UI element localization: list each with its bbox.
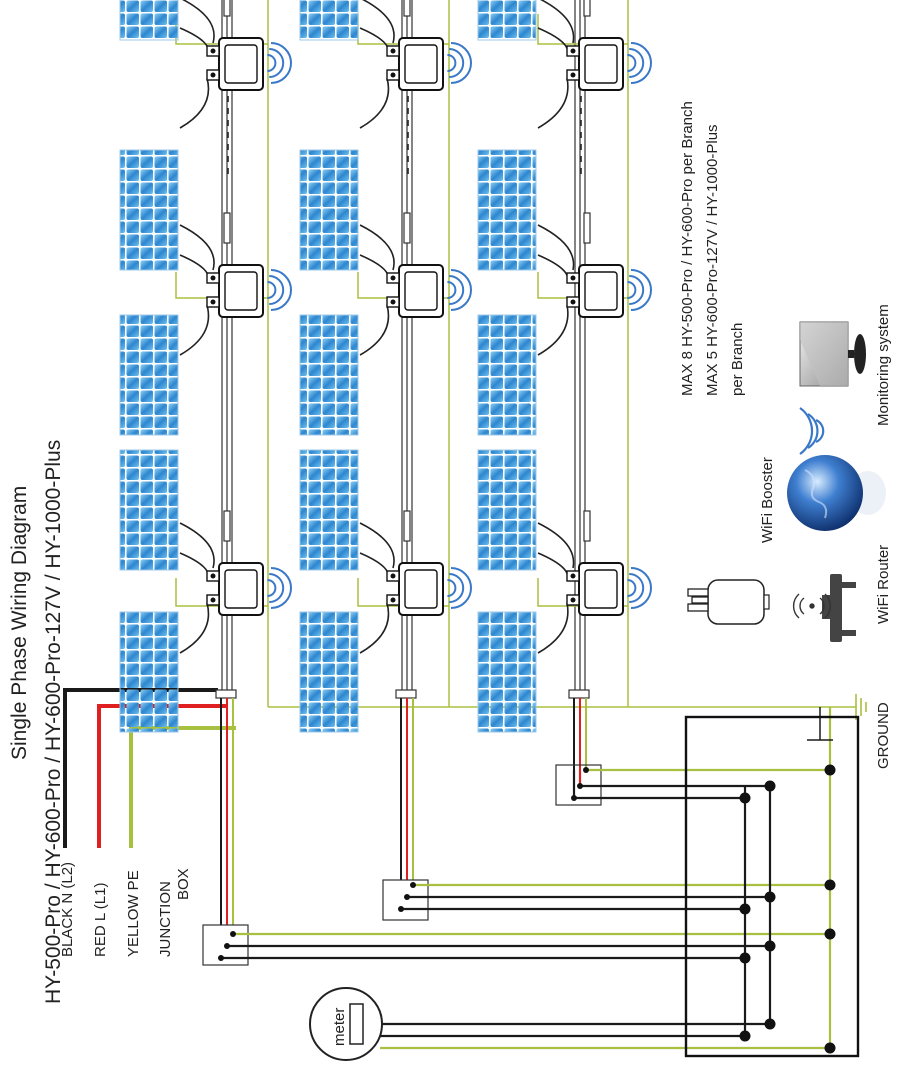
ground-symbol [855, 694, 867, 720]
globe-wifi-signal-icon [799, 407, 825, 455]
solar-panel [119, 149, 179, 271]
panel-dc-leads [359, 224, 395, 356]
wifi-router-icon [822, 574, 856, 642]
max-note-line3: per Branch [729, 323, 746, 396]
router-signal-icon [792, 593, 832, 619]
panel-dc-leads [537, 522, 575, 654]
microinverter [386, 212, 444, 318]
panel-dc-leads [179, 0, 215, 129]
wifi-booster-label: WiFi Booster [759, 457, 776, 543]
inverter-wifi-icon [447, 42, 472, 84]
microinverter [206, 212, 264, 318]
microinverter [206, 510, 264, 616]
microinverter [386, 0, 444, 91]
solar-panel [299, 449, 359, 571]
panel-dc-leads [359, 0, 395, 129]
inverter-wifi-icon [267, 567, 292, 609]
solar-panel [119, 0, 179, 41]
inverter-wifi-icon [627, 42, 652, 84]
junction-box-2 [382, 879, 429, 921]
utility-meter: meter [309, 987, 383, 1061]
legend-box-label: BOX [175, 868, 192, 900]
legend-junction-label: JUNCTION [157, 881, 174, 957]
solar-panel [299, 149, 359, 271]
microinverter-array [206, 0, 624, 616]
legend-black-label: BLACK N (L2) [59, 862, 76, 957]
microinverter [386, 510, 444, 616]
diagram-title: Single Phase Wiring Diagram [8, 486, 31, 760]
solar-panel [299, 314, 359, 436]
solar-panel [477, 314, 537, 436]
solar-panel-array [119, 0, 575, 733]
inverter-wifi-icon [627, 269, 652, 311]
max-note-line1: MAX 8 HY-500-Pro / HY-600-Pro per Branch [679, 101, 696, 396]
solar-panel [477, 449, 537, 571]
solar-panel [119, 314, 179, 436]
panel-dc-leads [179, 522, 215, 654]
distribution-wires [221, 707, 833, 1050]
microinverter [566, 212, 624, 318]
branch-drop-wires [220, 698, 587, 925]
solar-panel [477, 149, 537, 271]
wire-color-legend: BLACK N (L2) RED L (L1) YELLOW PE JUNCTI… [59, 688, 236, 957]
inverter-wifi-icon [267, 269, 292, 311]
solar-panel [119, 611, 179, 733]
inverter-wifi-icon [627, 567, 652, 609]
bus-junction-dots [218, 764, 836, 1054]
panel-dc-leads [537, 224, 575, 356]
continuation-dashes [227, 96, 582, 176]
solar-panel [119, 449, 179, 571]
microinverter [566, 0, 624, 91]
internet-globe-icon [787, 455, 886, 531]
max-note-line2: MAX 5 HY-600-Pro-127V / HY-1000-Plus [704, 124, 721, 396]
legend-red-label: RED L (L1) [92, 883, 109, 957]
legend-red-wire [97, 704, 228, 848]
inverter-wifi-icon [447, 269, 472, 311]
panel-dc-leads [537, 0, 575, 129]
ground-label: GROUND [875, 702, 892, 769]
solar-panel [299, 611, 359, 733]
monitoring-system-label: Monitoring system [875, 304, 892, 426]
solar-panel [477, 0, 537, 41]
meter-label: meter [331, 1008, 348, 1046]
distribution-panel [684, 715, 860, 1058]
solar-panel [299, 0, 359, 41]
panel-dc-leads [179, 224, 215, 356]
monitoring-system-icon [799, 321, 866, 387]
inverter-wifi-signals [267, 42, 652, 609]
microinverter [206, 0, 264, 91]
inverter-wifi-icon [447, 567, 472, 609]
microinverter [566, 510, 624, 616]
wifi-router-label: WiFi Router [875, 545, 892, 624]
wifi-booster-icon [687, 579, 770, 625]
solar-panel [477, 611, 537, 733]
panel-dc-leads [359, 522, 395, 654]
legend-yellow-label: YELLOW PE [125, 870, 142, 957]
inverter-wifi-icon [267, 42, 292, 84]
diagram-subtitle: HY-500-Pro / HY-600-Pro / HY-600-Pro-127… [42, 440, 65, 1004]
